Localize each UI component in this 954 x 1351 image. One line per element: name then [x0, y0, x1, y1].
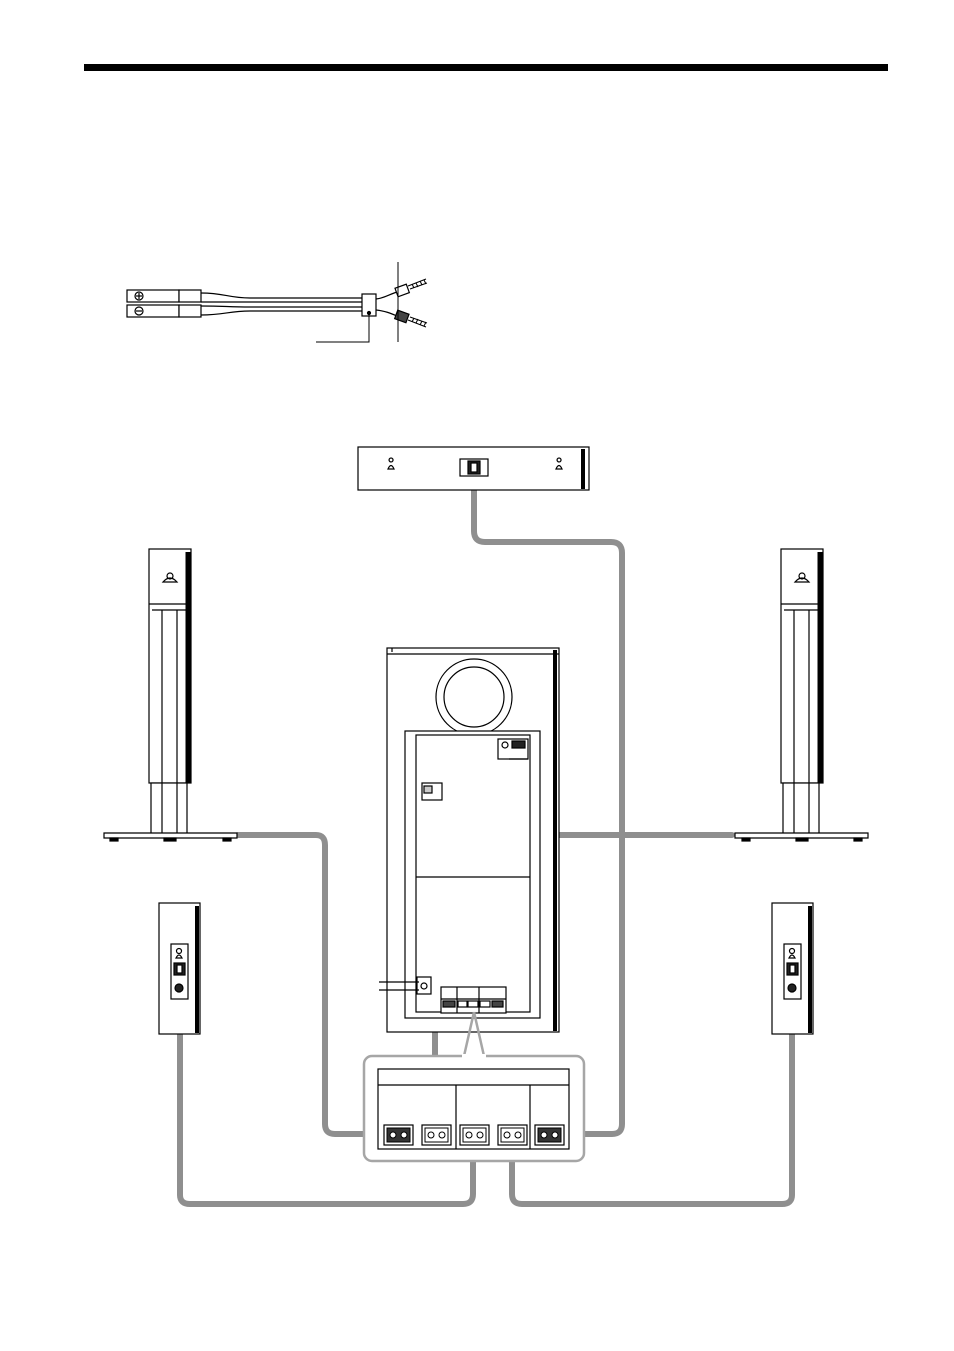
subwoofer-rear-panel	[379, 648, 559, 1032]
keyhole-icon	[176, 949, 182, 959]
speaker-jack	[460, 1125, 489, 1145]
speaker-jack	[384, 1125, 413, 1145]
front-right-speaker	[735, 549, 868, 841]
keyhole-icon	[789, 949, 795, 959]
jack-row	[384, 1125, 564, 1145]
speaker-jack-strip	[441, 987, 506, 1013]
power-switch	[502, 742, 508, 748]
front-left-speaker	[104, 549, 237, 841]
speaker-jack	[422, 1125, 451, 1145]
speaker-jack-panel-enlarged	[364, 1012, 584, 1161]
surround-left-speaker	[159, 903, 200, 1034]
speaker-jack	[498, 1125, 527, 1145]
surround-right-speaker	[772, 903, 813, 1034]
speaker-jack	[535, 1125, 564, 1145]
speaker-cord	[127, 262, 427, 342]
center-speaker	[358, 447, 589, 490]
